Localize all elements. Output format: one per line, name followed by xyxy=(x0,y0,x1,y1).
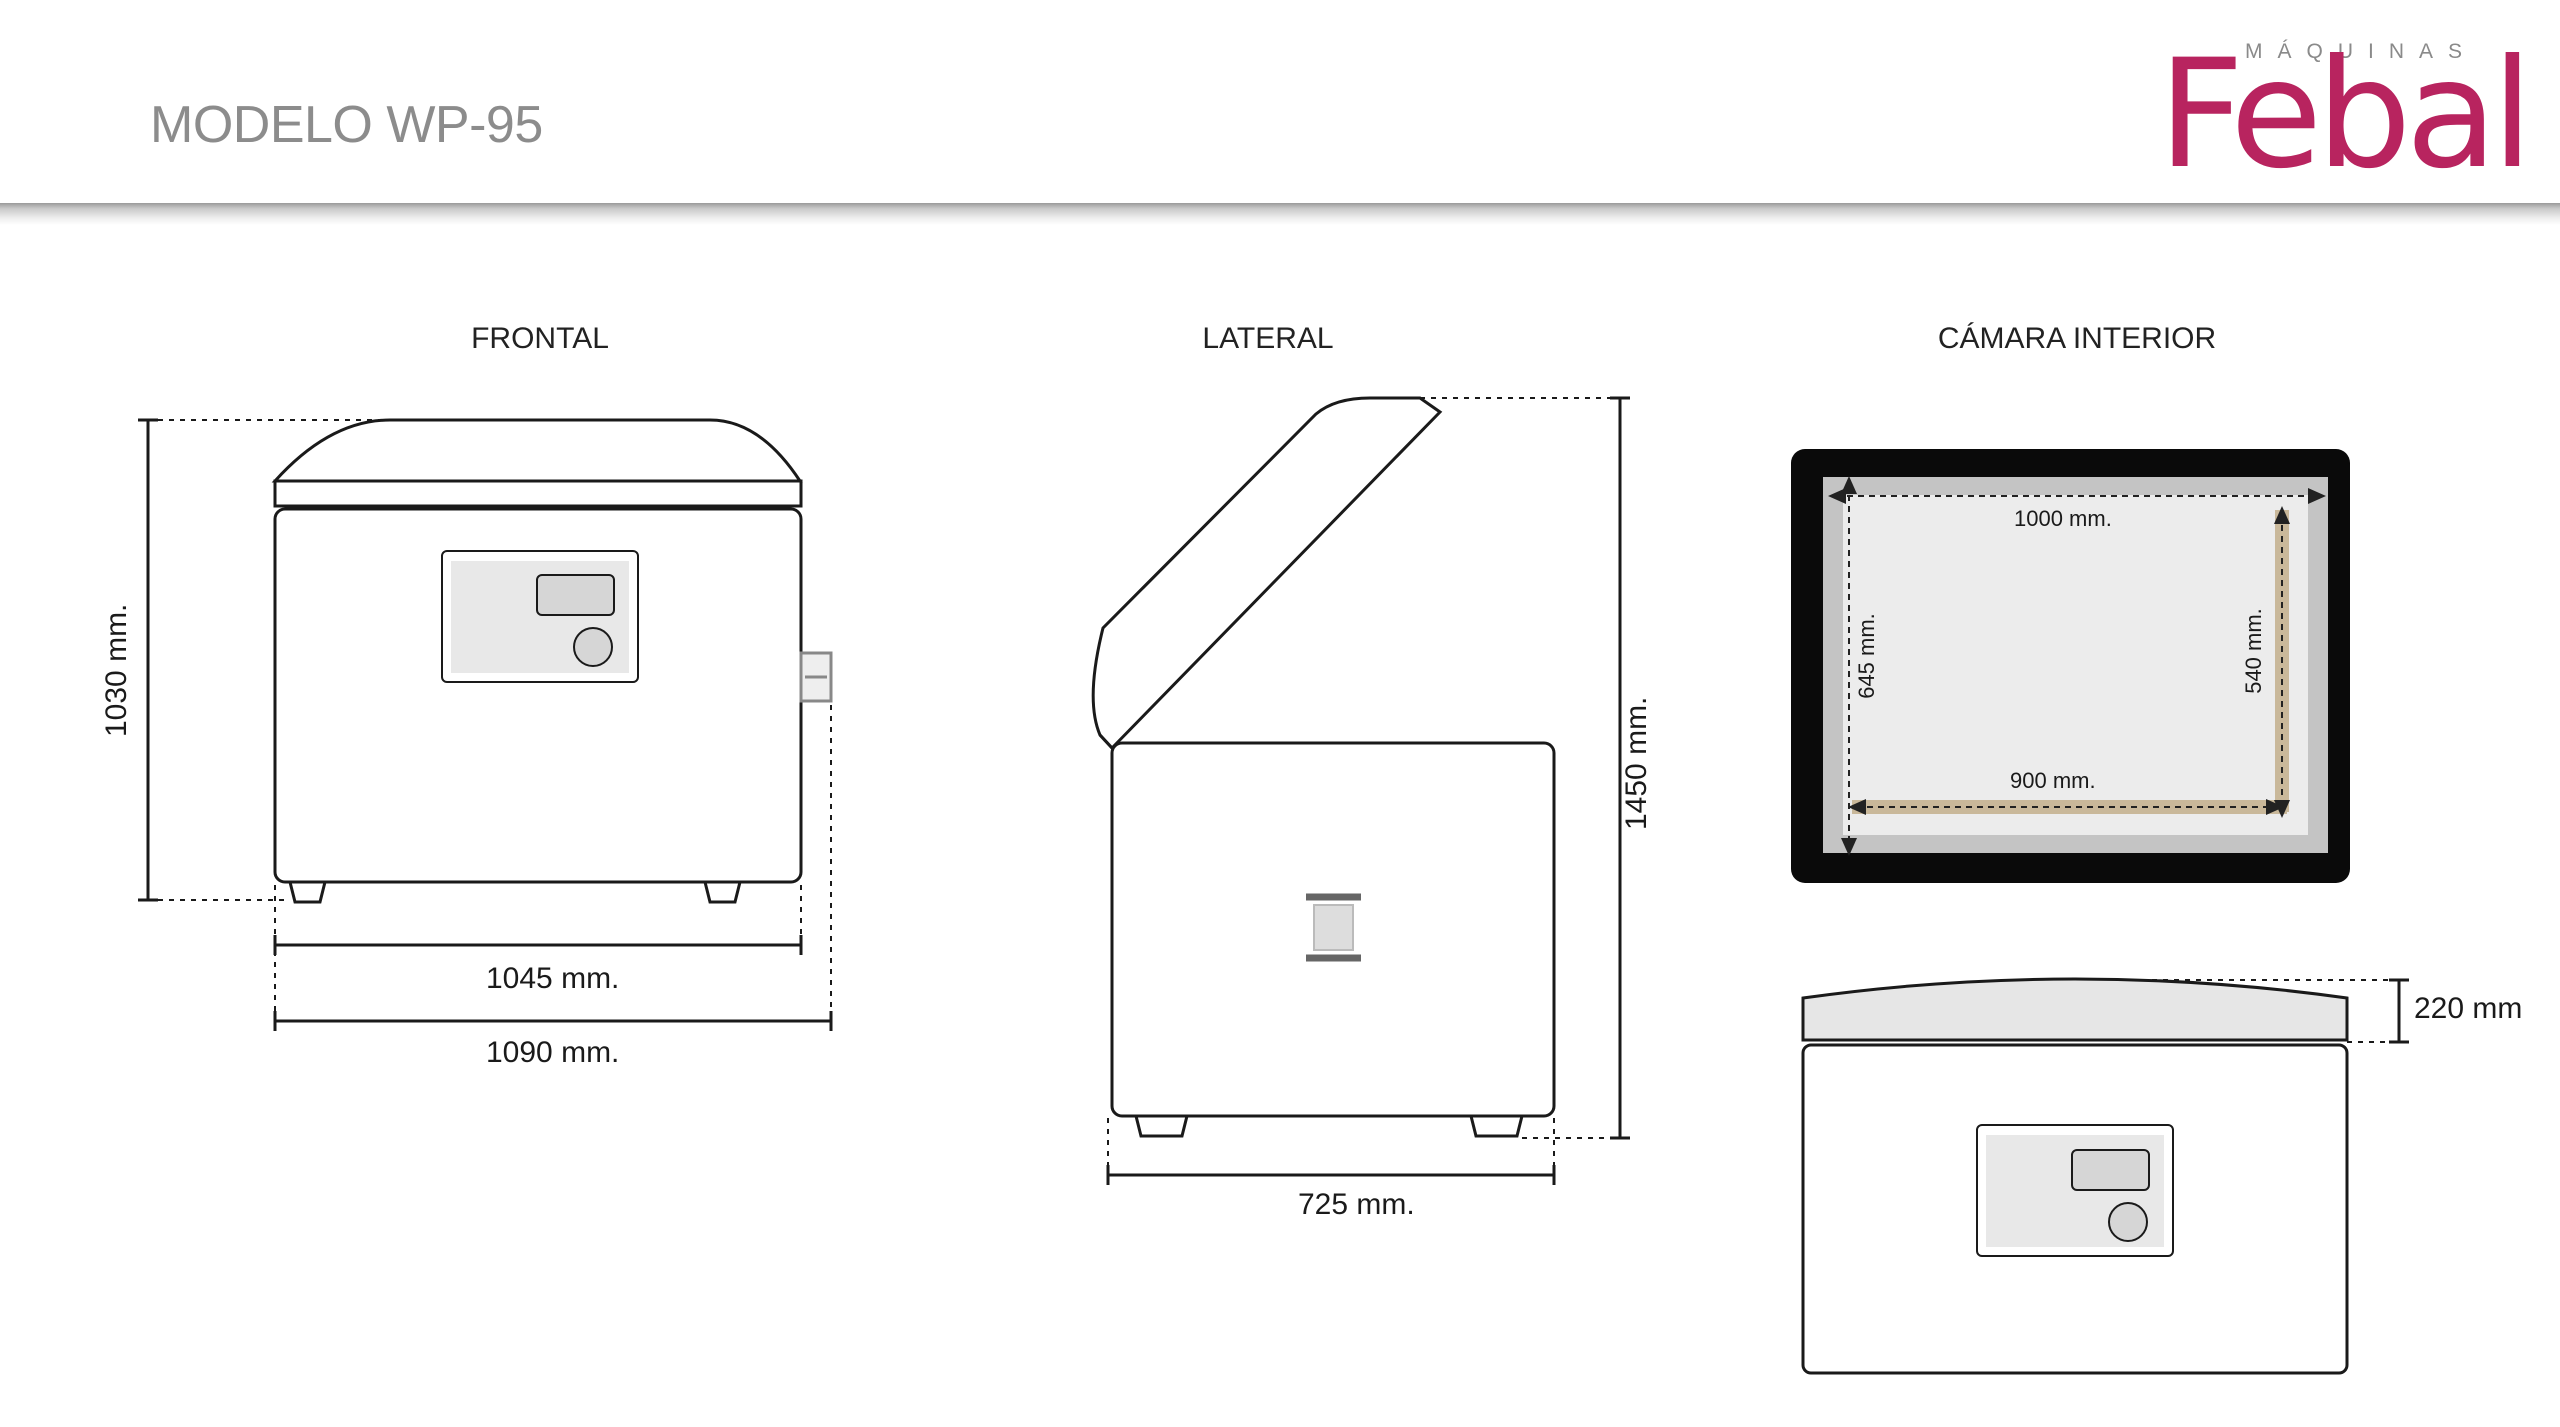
dim-lid-height: 220 mm xyxy=(2414,992,2523,1025)
view-label-lateral: LATERAL xyxy=(1202,322,1334,355)
frontal-lid xyxy=(271,418,803,483)
dim-lateral-depth: 725 mm. xyxy=(1298,1188,1415,1221)
frontal-display xyxy=(536,574,615,616)
lateral-dimension-lines xyxy=(1106,396,1630,1185)
brand-logo: Febal xyxy=(2158,28,2533,202)
chamber-plate xyxy=(1843,495,2308,835)
lateral-body xyxy=(1110,741,1556,1118)
frontal-lid-rim xyxy=(273,479,803,508)
header-divider xyxy=(0,203,2560,225)
lateral-foot-right xyxy=(1469,1115,1524,1138)
closed-display xyxy=(2071,1149,2150,1191)
closed-control-panel xyxy=(1976,1124,2174,1257)
lateral-foot-left xyxy=(1134,1115,1189,1138)
dim-lateral-height: 1450 mm. xyxy=(1620,696,1653,830)
closed-body xyxy=(1801,1043,2349,1375)
header xyxy=(0,0,2560,206)
frontal-foot-left xyxy=(288,881,327,904)
lateral-view xyxy=(1091,396,1556,1138)
dim-frontal-width-inner: 1045 mm. xyxy=(486,962,620,995)
frontal-control-panel xyxy=(441,550,639,683)
closed-front-view xyxy=(1801,977,2349,1375)
closed-lid xyxy=(1801,977,2349,1042)
dim-chamber-depth-inner: 540 mm. xyxy=(2241,608,2266,694)
dim-frontal-width-outer: 1090 mm. xyxy=(486,1036,620,1069)
dim-chamber-width-outer: 1000 mm. xyxy=(2014,506,2112,531)
dim-chamber-depth-outer: 645 mm. xyxy=(1854,613,1879,699)
model-title: MODELO WP-95 xyxy=(150,96,543,154)
dim-frontal-height: 1030 mm. xyxy=(100,603,133,737)
view-label-camera: CÁMARA INTERIOR xyxy=(1937,322,2217,355)
frontal-foot-right xyxy=(703,881,742,904)
frontal-view xyxy=(271,418,833,904)
dim-chamber-width-inner: 900 mm. xyxy=(2010,768,2096,793)
lateral-handle xyxy=(1313,904,1354,951)
chamber-view xyxy=(1791,449,2350,883)
frontal-knob xyxy=(573,627,613,667)
closed-dimension-lines xyxy=(2130,978,2409,1044)
view-label-frontal: FRONTAL xyxy=(471,322,609,355)
frontal-dimension-lines xyxy=(138,418,833,1031)
closed-knob xyxy=(2108,1202,2148,1242)
logo-subtitle: MÁQUINAS xyxy=(2245,40,2478,63)
